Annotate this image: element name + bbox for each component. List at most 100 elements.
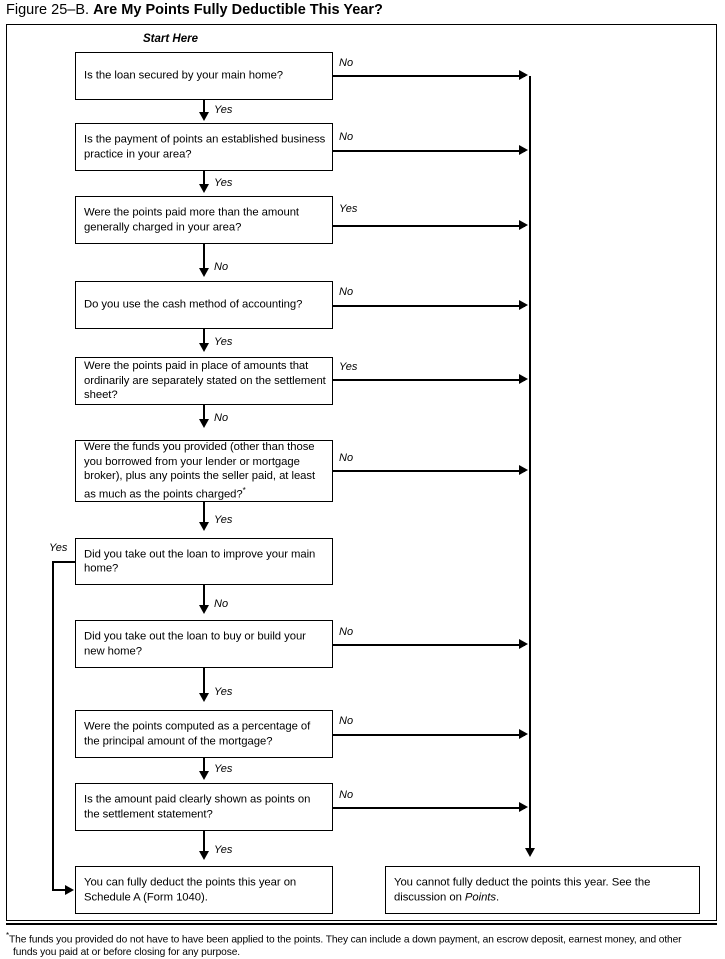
decision-box-q5-text: Were the points paid in place of amounts… <box>84 360 326 402</box>
edge-label-q8-yes: Yes <box>214 686 233 698</box>
edge-label-q2-no: No <box>339 131 354 143</box>
edge-q10-no-line <box>333 807 525 809</box>
edge-label-q6-yes: Yes <box>214 514 233 526</box>
edge-label-q9-yes: Yes <box>214 763 233 775</box>
footnote-line2: funds you paid at or before closing for … <box>13 946 240 958</box>
edge-q1-to-q2-arrow <box>198 112 209 121</box>
edge-q2-to-q3-line <box>203 171 205 185</box>
decision-box-q6-text: Were the funds you provided (other than … <box>84 440 316 501</box>
start-here-label: Start Here <box>143 33 198 45</box>
footnote-divider <box>6 923 717 925</box>
edge-label-q8-no: No <box>339 626 354 638</box>
edge-label-q6-no: No <box>339 452 354 464</box>
decision-box-q9[interactable]: Were the points computed as a percentage… <box>75 710 333 758</box>
outcome-text-points-italic: Points <box>464 891 496 903</box>
figure-number: Figure 25–B. <box>6 2 90 18</box>
footnote: *The funds you provided do not have to h… <box>6 930 721 959</box>
figure-question: Are My Points Fully Deductible This Year… <box>93 2 383 18</box>
decision-box-q8-text: Did you take out the loan to buy or buil… <box>84 630 306 657</box>
decision-box-q8[interactable]: Did you take out the loan to buy or buil… <box>75 620 333 668</box>
edge-q9-to-q10-line <box>203 758 205 772</box>
footnote-marker: * <box>242 485 246 495</box>
decision-box-q5[interactable]: Were the points paid in place of amounts… <box>75 357 333 405</box>
outcome-box-deductible[interactable]: You can fully deduct the points this yea… <box>75 866 333 914</box>
edge-q10-no-arrow <box>519 802 528 813</box>
edge-label-q1-no: No <box>339 57 354 69</box>
footnote-asterisk: * <box>6 931 10 940</box>
edge-q6-no-line <box>333 470 525 472</box>
decision-box-q3[interactable]: Were the points paid more than the amoun… <box>75 196 333 244</box>
decision-box-q6[interactable]: Were the funds you provided (other than … <box>75 440 333 502</box>
edge-q1-no-line <box>333 75 525 77</box>
footnote-line1: The funds you provided do not have to ha… <box>9 934 682 946</box>
edge-q5-to-q6-line <box>203 405 205 421</box>
edge-label-q7-yes: Yes <box>49 542 68 554</box>
edge-q3-to-q4-arrow <box>198 268 209 277</box>
edge-label-q5-no: No <box>214 412 229 424</box>
outcome-box-deductible-text: You can fully deduct the points this yea… <box>84 876 297 903</box>
edge-q5-to-q6-arrow <box>198 419 209 428</box>
decision-box-q3-text: Were the points paid more than the amoun… <box>84 206 300 233</box>
edge-label-q3-yes: Yes <box>339 203 358 215</box>
edge-q8-no-arrow <box>519 639 528 650</box>
decision-box-q10[interactable]: Is the amount paid clearly shown as poin… <box>75 783 333 831</box>
edge-label-q5-yes: Yes <box>339 361 358 373</box>
edge-q2-no-arrow <box>519 145 528 156</box>
outcome-box-not-deductible[interactable]: You cannot fully deduct the points this … <box>385 866 700 914</box>
edge-q7-to-q8-line <box>203 585 205 607</box>
edge-q4-to-q5-line <box>203 329 205 343</box>
edge-q1-no-arrow <box>519 70 528 81</box>
edge-q4-to-q5-arrow <box>198 343 209 352</box>
outcome-box-not-deductible-text: You cannot fully deduct the points this … <box>394 875 693 904</box>
decision-box-q10-text: Is the amount paid clearly shown as poin… <box>84 793 311 820</box>
edge-q7-yes-segment-down <box>52 561 54 890</box>
right-collector-arrow-into-outcome <box>525 848 535 857</box>
edge-q5-yes-arrow <box>519 374 528 385</box>
edge-label-q1-yes: Yes <box>214 104 233 116</box>
edge-label-q4-no: No <box>339 286 354 298</box>
edge-q4-no-arrow <box>519 300 528 311</box>
edge-q2-to-q3-arrow <box>198 184 209 193</box>
decision-box-q4[interactable]: Do you use the cash method of accounting… <box>75 281 333 329</box>
decision-box-q2[interactable]: Is the payment of points an established … <box>75 123 333 171</box>
edge-q8-to-q9-line <box>203 668 205 694</box>
edge-q1-to-q2-line <box>203 100 205 114</box>
edge-q10-to-outcome-arrow <box>198 851 209 860</box>
edge-q6-to-q7-arrow <box>198 522 209 531</box>
edge-q6-no-arrow <box>519 465 528 476</box>
edge-label-q2-yes: Yes <box>214 177 233 189</box>
edge-q6-to-q7-line <box>203 502 205 524</box>
decision-box-q9-text: Were the points computed as a percentage… <box>84 720 311 747</box>
edge-q3-yes-line <box>333 225 525 227</box>
decision-box-q7[interactable]: Did you take out the loan to improve you… <box>75 538 333 585</box>
edge-q8-to-q9-arrow <box>198 693 209 702</box>
edge-label-q4-yes: Yes <box>214 336 233 348</box>
edge-q9-no-arrow <box>519 729 528 740</box>
edge-q7-to-q8-arrow <box>198 605 209 614</box>
decision-box-q4-text: Do you use the cash method of accounting… <box>84 298 303 311</box>
decision-box-q1-text: Is the loan secured by your main home? <box>84 69 284 82</box>
outcome-text-part1: You cannot fully deduct the points this … <box>394 876 651 903</box>
edge-q3-to-q4-line <box>203 244 205 270</box>
edge-q10-to-outcome-line <box>203 831 205 853</box>
edge-label-q10-yes: Yes <box>214 844 233 856</box>
edge-q7-yes-segment-right <box>52 889 67 891</box>
edge-q3-yes-arrow <box>519 220 528 231</box>
edge-label-q10-no: No <box>339 789 354 801</box>
edge-q8-no-line <box>333 644 525 646</box>
edge-label-q7-no: No <box>214 598 229 610</box>
edge-q5-yes-line <box>333 379 525 381</box>
edge-q7-yes-arrow <box>65 884 74 895</box>
outcome-text-part2: . <box>496 891 500 903</box>
edge-q2-no-line <box>333 150 525 152</box>
edge-q7-yes-segment-left <box>52 561 76 563</box>
edge-q9-no-line <box>333 734 525 736</box>
decision-box-q1[interactable]: Is the loan secured by your main home? <box>75 52 333 100</box>
edge-label-q9-no: No <box>339 715 354 727</box>
figure-title: Figure 25–B. Are My Points Fully Deducti… <box>6 2 383 18</box>
edge-q4-no-line <box>333 305 525 307</box>
right-collector-line <box>529 76 531 848</box>
edge-label-q3-no: No <box>214 261 229 273</box>
edge-q9-to-q10-arrow <box>198 771 209 780</box>
